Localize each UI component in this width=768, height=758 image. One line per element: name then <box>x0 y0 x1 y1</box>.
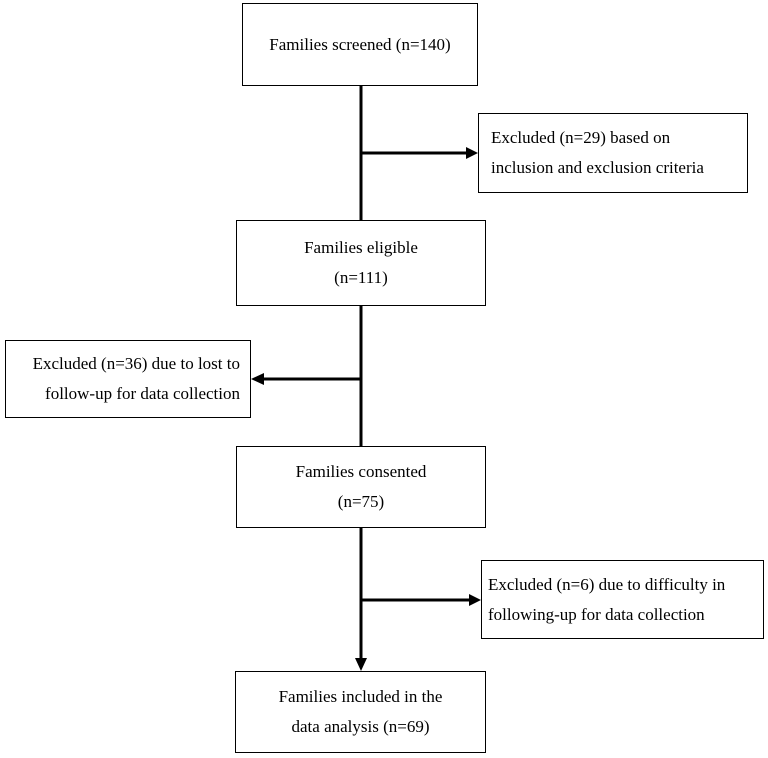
excluded-difficulty-box: Excluded (n=6) due to difficulty in foll… <box>481 560 764 639</box>
excluded-lost-followup-label: Excluded (n=36) due to lost to follow-up… <box>32 354 240 403</box>
families-included-label: Families included in the data analysis (… <box>278 687 443 736</box>
arrowhead-excluded-1 <box>466 147 478 159</box>
families-screened-box: Families screened (n=140) <box>242 3 478 86</box>
excluded-criteria-label: Excluded (n=29) based on inclusion and e… <box>491 128 704 177</box>
families-consented-box: Families consented (n=75) <box>236 446 486 528</box>
families-eligible-label: Families eligible (n=111) <box>304 238 418 287</box>
families-consented-label: Families consented (n=75) <box>295 462 427 511</box>
families-eligible-box: Families eligible (n=111) <box>236 220 486 306</box>
excluded-criteria-box: Excluded (n=29) based on inclusion and e… <box>478 113 748 193</box>
families-included-box: Families included in the data analysis (… <box>235 671 486 753</box>
arrow-to-included <box>355 658 367 671</box>
arrowhead-excluded-3 <box>469 594 481 606</box>
arrowhead-excluded-2 <box>251 373 264 385</box>
excluded-difficulty-label: Excluded (n=6) due to difficulty in foll… <box>488 574 726 624</box>
excluded-lost-followup-box: Excluded (n=36) due to lost to follow-up… <box>5 340 251 418</box>
families-screened-label: Families screened (n=140) <box>269 34 451 54</box>
